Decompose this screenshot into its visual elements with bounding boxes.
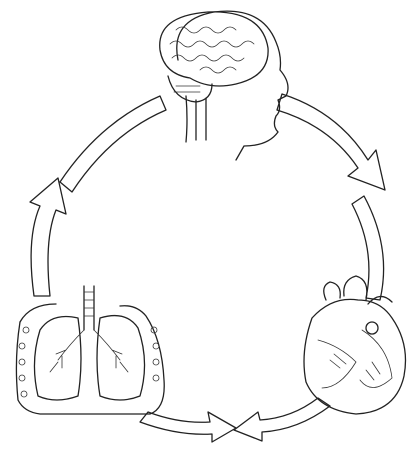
arrow-right-descending (352, 196, 384, 300)
arrow-brain-to-heart (277, 94, 385, 190)
lungs-illustration (16, 286, 164, 414)
rib-dots (19, 327, 159, 397)
arrow-lungs-to-brain (30, 96, 166, 296)
arrow-lungs-to-bottom (140, 412, 236, 442)
brain-head-illustration (160, 11, 288, 160)
arrow-heart-to-lungs (234, 398, 330, 441)
heart-illustration (304, 276, 406, 414)
